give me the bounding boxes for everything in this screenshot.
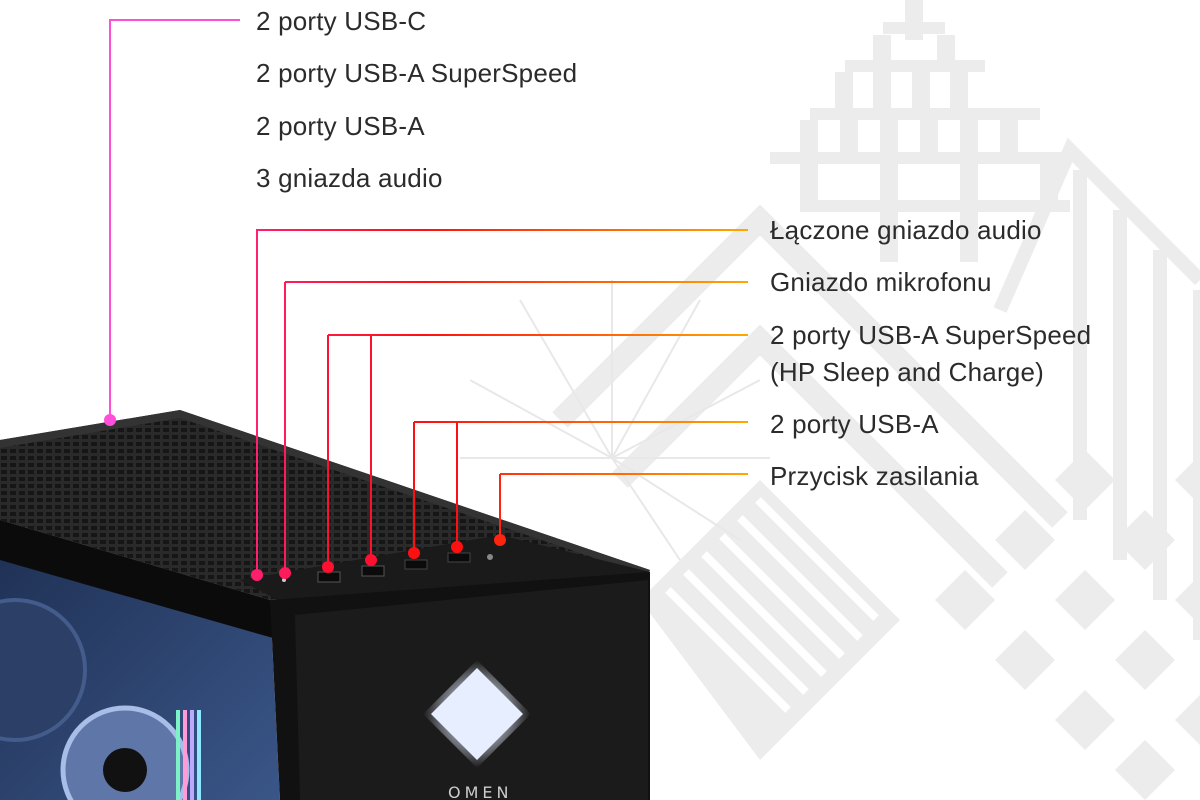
callout-usb-a-superspeed: 2 porty USB-A SuperSpeed	[770, 320, 1092, 350]
brand-text: OMEN	[448, 783, 512, 800]
top-label-usb-c: 2 porty USB-C	[256, 6, 427, 36]
top-label-usb-a-superspeed: 2 porty USB-A SuperSpeed	[256, 58, 578, 88]
callout-sleep-and-charge: (HP Sleep and Charge)	[770, 357, 1044, 387]
top-label-audio: 3 gniazda audio	[256, 163, 443, 193]
top-label-usb-a: 2 porty USB-A	[256, 111, 425, 141]
callout-combo-audio-jack: Łączone gniazdo audio	[770, 215, 1042, 245]
callout-microphone-jack: Gniazdo mikrofonu	[770, 267, 992, 297]
callout-usb-a: 2 porty USB-A	[770, 409, 939, 439]
callout-power-button: Przycisk zasilania	[770, 461, 979, 491]
